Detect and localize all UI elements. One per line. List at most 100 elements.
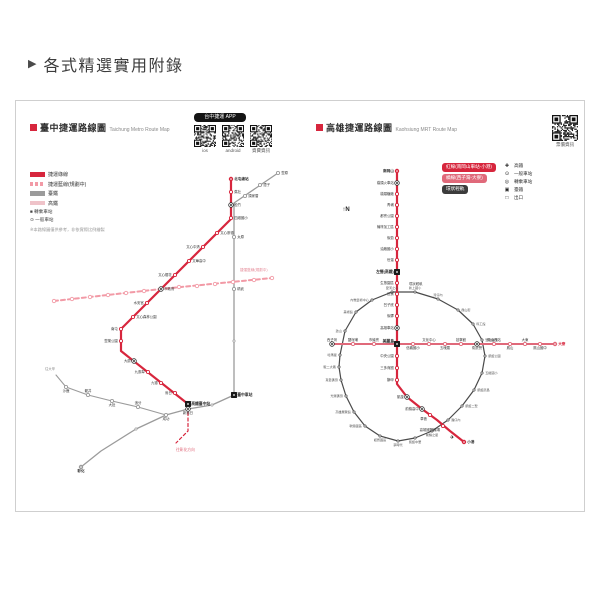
station: 舊社 <box>228 189 242 194</box>
taichung-map-subtitle: Taichung Metro Route Map <box>109 127 170 133</box>
station-label: 烏日 <box>165 390 172 395</box>
route-line-red <box>395 169 466 444</box>
station-label: 鼎山街 <box>461 307 470 312</box>
station: 南屯 <box>111 326 124 331</box>
station-label: 成功 <box>163 416 170 421</box>
station-label: 凱旋中華 <box>409 439 421 444</box>
kaohsiung-legend: 紅線(南岡山車站-小港)橘線(西子灣-大寮)環狀輕軌 ✚高鐵⊙一般車站◎轉乘車站… <box>442 163 532 203</box>
station: 彰化 <box>77 464 85 473</box>
station-label: 愛河之心 <box>386 285 398 290</box>
station: 楠梓加工區 <box>377 224 400 229</box>
station: 油廠國小 <box>380 246 400 251</box>
station <box>251 277 257 283</box>
station: 左營(高鐵) <box>375 269 400 275</box>
station-label: 凱旋 <box>397 394 404 399</box>
legend-symbol-icon: ✚ <box>504 163 510 169</box>
qr-item: ios <box>194 125 216 154</box>
legend-swatch <box>30 200 45 206</box>
station-label: 青埔 <box>387 202 394 207</box>
qr-code <box>250 125 272 147</box>
station: 小港 <box>461 439 475 445</box>
station: 鹽埕埔 <box>348 337 359 347</box>
station-label: 精武 <box>237 286 244 291</box>
station: 西子灣 <box>327 337 338 347</box>
header-arrow-icon: ▶ <box>28 57 37 70</box>
qr-label: android <box>225 148 241 153</box>
station: 五塊厝 <box>440 341 451 350</box>
qr-label: 資費資訊 <box>252 148 270 153</box>
station-label: 北屯總站 <box>234 176 249 181</box>
station-label: 後勁 <box>387 235 394 240</box>
station-label: 大肚 <box>109 402 116 407</box>
station: 追分 <box>135 400 142 410</box>
station: 橋頭火車站 <box>377 180 400 186</box>
station: 技擊館 <box>456 337 467 347</box>
fare-info-qr: 票價資訊 <box>552 115 578 148</box>
station: 太原 <box>231 234 245 239</box>
station-label: 文心櫻花 <box>158 272 172 277</box>
station-label: 美麗島 <box>382 338 395 343</box>
taichung-map-title: 臺中捷運路線圖 <box>40 123 107 133</box>
legend-row: 高鐵 <box>30 200 118 207</box>
station-label: 中央公園 <box>380 353 394 358</box>
station-label: 灣仔內 <box>433 292 442 297</box>
legend-row: 捷運藍線(規劃中) <box>30 181 118 188</box>
station-label: 新烏日 <box>183 410 193 415</box>
station-label: 太原 <box>237 234 244 239</box>
station: 籬仔內 <box>446 417 460 422</box>
station: 凹子底 <box>384 302 400 307</box>
station-label: 獅甲 <box>387 377 394 382</box>
station <box>87 294 93 300</box>
station-label: 世運 <box>387 257 394 262</box>
station-label: 橋頭糖廠 <box>380 191 394 196</box>
station-label: 文心森林公園 <box>136 314 157 319</box>
legend-note: ⊙ 一般車站 <box>30 216 54 222</box>
line-badge: 橘線(西子灣-大寮) <box>442 174 487 183</box>
station-label: 新上國小 <box>409 285 422 290</box>
station-label: 巨蛋 <box>387 291 394 296</box>
title-bullet <box>316 124 323 131</box>
map-label: 往彰化方向 <box>176 447 195 452</box>
station-label: 草衙 <box>420 416 427 421</box>
route-line-hsr-ext <box>175 406 189 444</box>
taichung-route-map: 北屯總站舊社松竹四維國小文心崇德文心中清文華高中文心櫻花市政府水安宮文心森林公園… <box>45 170 289 473</box>
legend-symbol-label: 出口 <box>513 195 524 200</box>
station-label: 技擊館 <box>456 337 467 342</box>
route-line-tra-sea <box>55 374 167 416</box>
station <box>269 275 275 281</box>
legend-symbol-row: □出口 <box>503 195 532 201</box>
station-label: 水安宮 <box>134 300 145 305</box>
station-label: 四維國小 <box>234 215 248 220</box>
legend-symbol-row: ▣臺鐵 <box>503 187 532 193</box>
title-bullet <box>30 124 37 131</box>
map-label: 捷運藍線(規劃中) <box>240 267 268 272</box>
station-label: 南屯 <box>111 326 118 331</box>
station: 高鐵臺中站 <box>185 401 210 407</box>
station: 鳳山 <box>507 341 514 350</box>
station-label: 美術館 <box>344 309 353 314</box>
station: 高雄國際機場 <box>420 423 446 432</box>
station: 聖功醫院 <box>480 337 498 342</box>
legend-note: ■ 轉乘車站 <box>30 209 53 214</box>
station <box>51 298 57 304</box>
station-label: 九張犁 <box>135 369 146 374</box>
appendix-sheet: 北屯總站舊社松竹四維國小文心崇德文心中清文華高中文心櫻花市政府水安宮文心森林公園… <box>15 100 585 512</box>
station: 文化中心 <box>422 337 436 347</box>
map-label: ↑N <box>342 207 349 213</box>
station-label: 楠梓加工區 <box>377 224 395 229</box>
legend-label: 高鐵 <box>48 200 59 207</box>
station: 衛武營 <box>472 341 483 350</box>
station: 都會公園 <box>380 213 400 218</box>
station-label: 追分 <box>135 400 142 405</box>
station-label: 真愛碼頭 <box>325 377 338 382</box>
station: 美術館 <box>344 309 358 314</box>
legend-row: 臺鐵 <box>30 190 118 197</box>
station-label: 軟體園區 <box>349 423 361 428</box>
legend-symbol-icon: ◎ <box>504 179 510 185</box>
station-label: 衛武營 <box>472 345 483 350</box>
station: 凱旋公園 <box>483 353 501 358</box>
station <box>123 290 129 296</box>
station-label: 經貿園區 <box>374 437 386 442</box>
station: 獅甲 <box>387 377 400 382</box>
station <box>176 284 182 290</box>
